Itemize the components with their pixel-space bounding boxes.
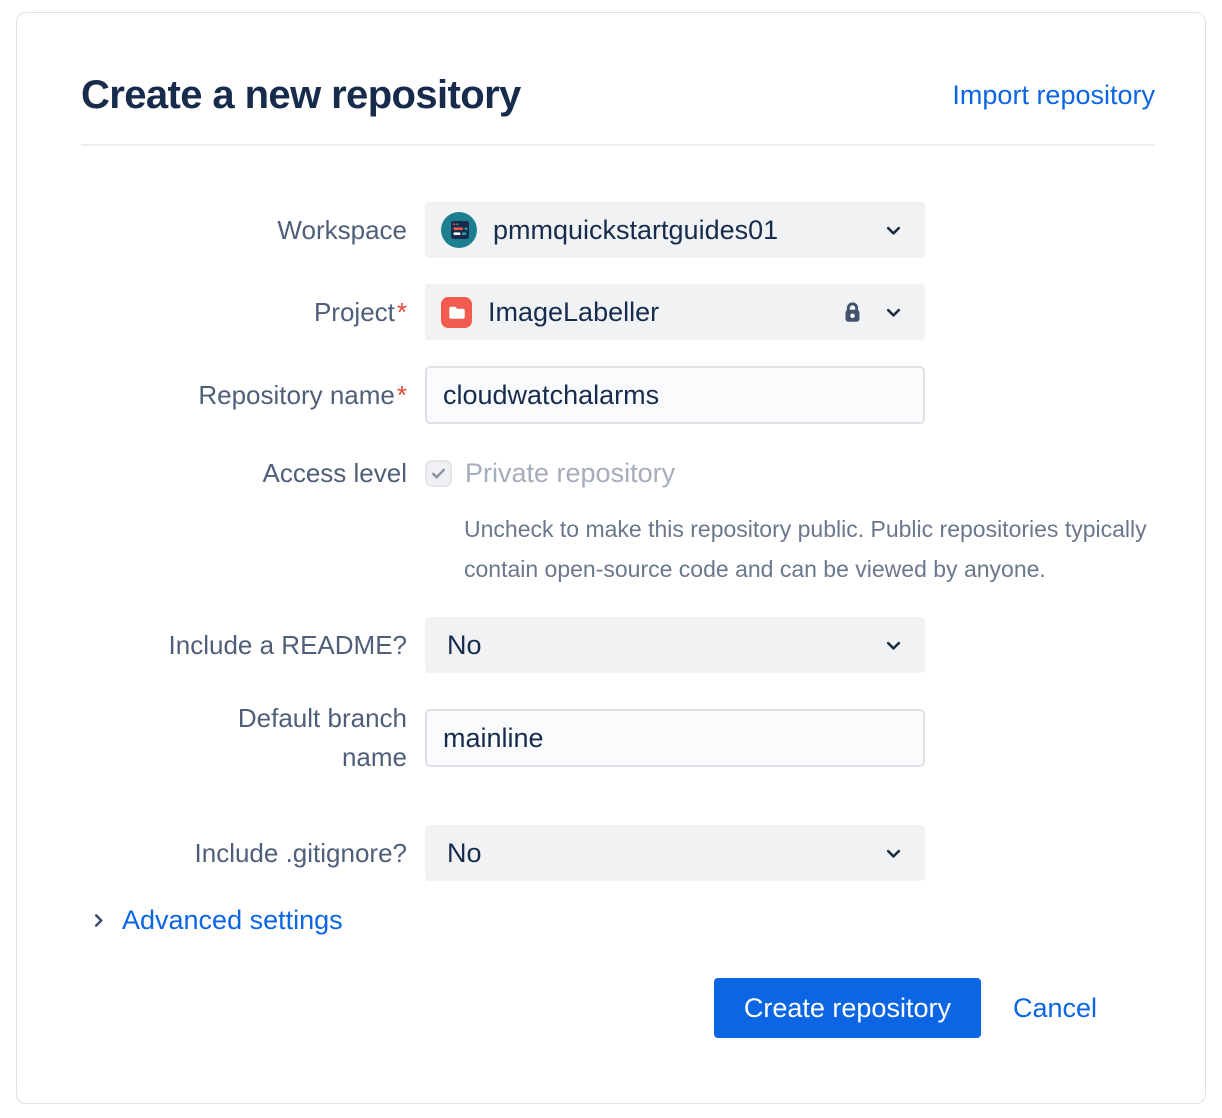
check-icon	[430, 465, 447, 482]
create-repository-dialog: Create a new repository Import repositor…	[16, 12, 1206, 1104]
advanced-settings-toggle[interactable]: Advanced settings	[89, 905, 1155, 936]
workspace-select[interactable]: pmmquickstartguides01	[425, 202, 925, 258]
chevron-right-icon	[89, 911, 108, 930]
include-gitignore-label: Include .gitignore?	[194, 837, 407, 868]
include-gitignore-row: Include .gitignore? No	[81, 825, 1155, 881]
repository-name-row: Repository name*	[81, 366, 1155, 424]
include-readme-row: Include a README? No	[81, 617, 1155, 673]
include-gitignore-value: No	[447, 837, 482, 868]
default-branch-input[interactable]	[425, 709, 925, 767]
dialog-actions: Create repository Cancel	[81, 978, 1155, 1038]
workspace-row: Workspace pmmquickstartguides01	[81, 202, 1155, 258]
dialog-header: Create a new repository Import repositor…	[81, 73, 1155, 118]
workspace-avatar	[441, 212, 477, 248]
repository-name-input[interactable]	[425, 366, 925, 424]
access-level-help-row: Uncheck to make this repository public. …	[81, 509, 1155, 589]
required-asterisk: *	[396, 296, 407, 327]
include-readme-label: Include a README?	[168, 629, 407, 660]
repository-name-label: Repository name*	[198, 379, 407, 410]
chevron-down-icon	[882, 301, 905, 324]
default-branch-row: Default branch name	[81, 699, 1155, 777]
project-select[interactable]: ImageLabeller	[425, 284, 925, 340]
access-level-label: Access level	[262, 458, 408, 488]
import-repository-link[interactable]: Import repository	[952, 80, 1155, 110]
header-divider	[81, 144, 1155, 146]
include-gitignore-select[interactable]: No	[425, 825, 925, 881]
project-label: Project*	[313, 296, 407, 327]
chevron-down-icon	[882, 842, 905, 865]
required-asterisk: *	[396, 379, 407, 410]
default-branch-label: Default branch name	[237, 703, 407, 772]
folder-icon	[441, 296, 472, 328]
workspace-value: pmmquickstartguides01	[493, 214, 779, 245]
workspace-label: Workspace	[277, 214, 407, 245]
lock-icon	[839, 299, 866, 326]
access-level-row: Access level Private repository	[81, 454, 1155, 493]
create-repository-button[interactable]: Create repository	[713, 978, 981, 1038]
include-readme-select[interactable]: No	[425, 617, 925, 673]
include-readme-value: No	[447, 629, 482, 660]
cancel-button[interactable]: Cancel	[1005, 993, 1105, 1024]
private-repository-checkbox[interactable]	[425, 460, 452, 487]
advanced-settings-label: Advanced settings	[122, 905, 343, 935]
project-row: Project* ImageLabeller	[81, 284, 1155, 340]
access-level-help-text: Uncheck to make this repository public. …	[464, 516, 1147, 582]
chevron-down-icon	[882, 219, 905, 242]
project-value: ImageLabeller	[488, 296, 660, 327]
private-repository-label: Private repository	[465, 458, 676, 488]
chevron-down-icon	[882, 634, 905, 657]
page-title: Create a new repository	[81, 73, 521, 117]
